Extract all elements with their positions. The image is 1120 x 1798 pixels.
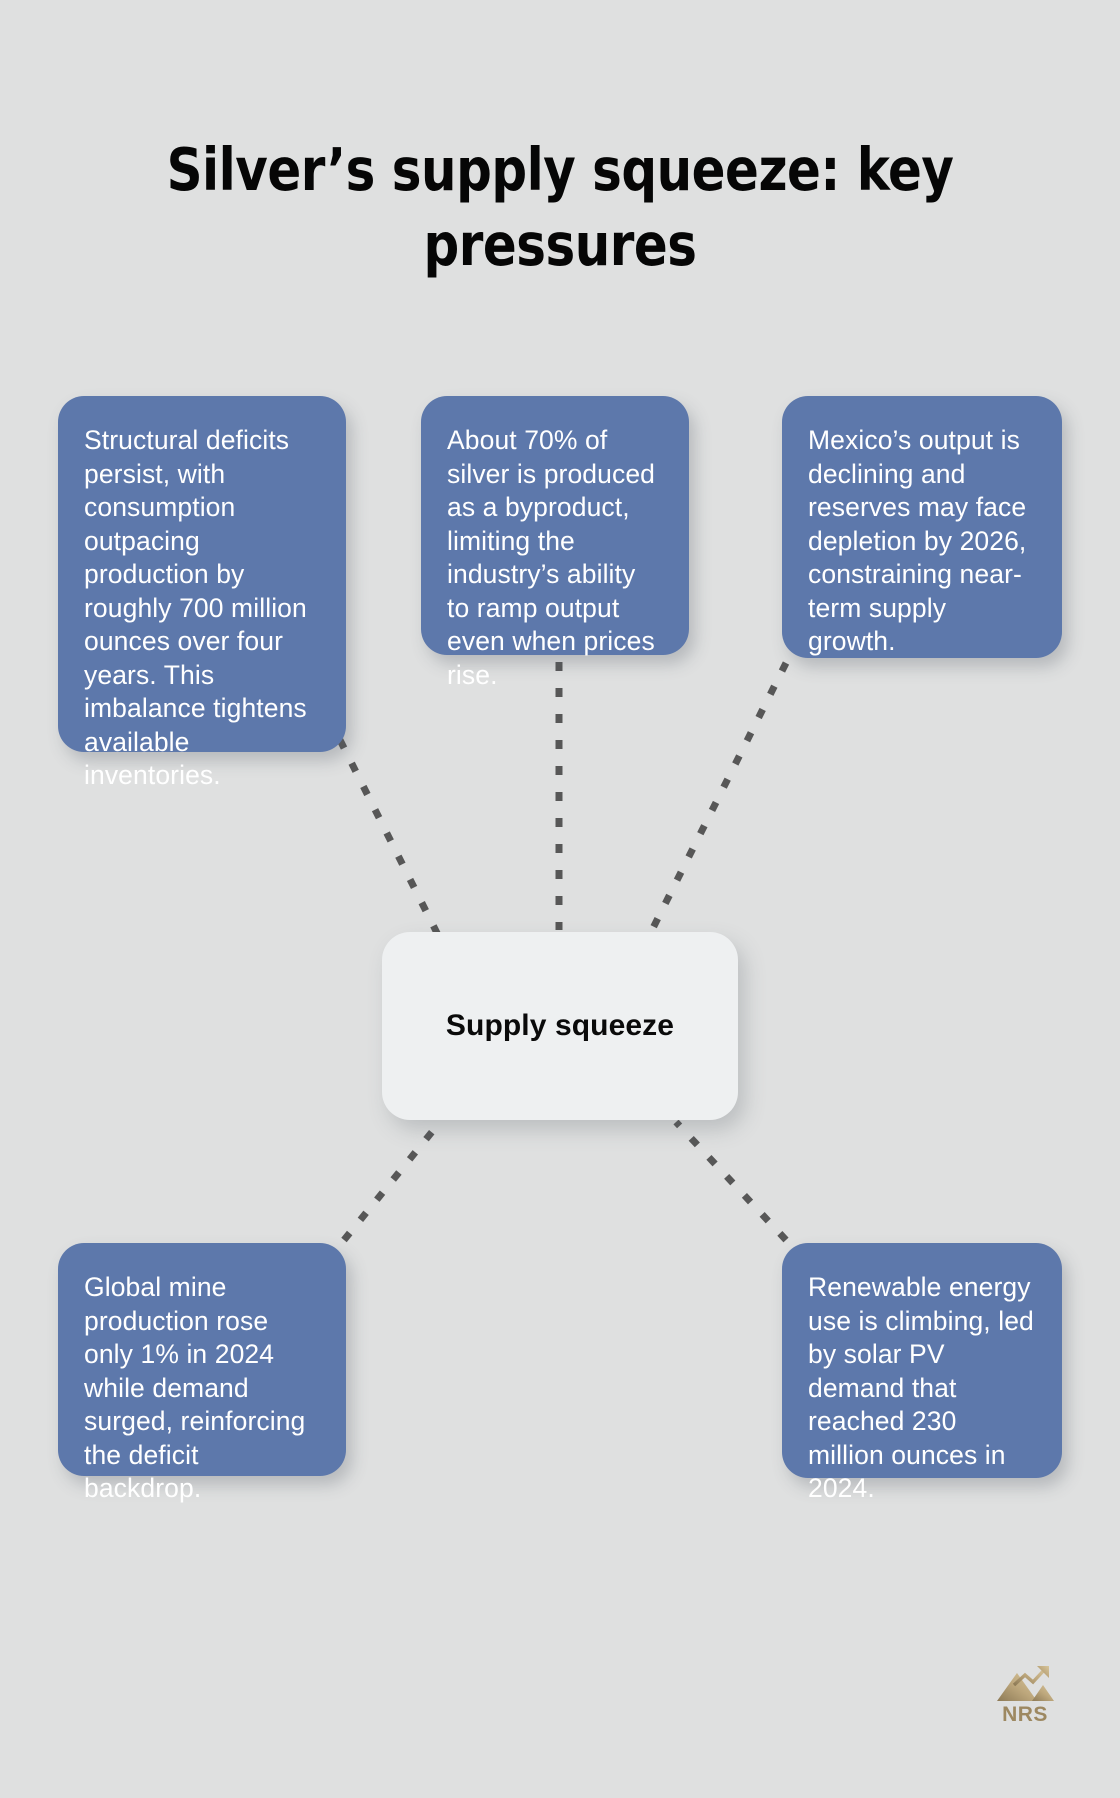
fact-card-byproduct-text: About 70% of silver is produced as a byp… [447,425,656,690]
connector-renewable-center [673,1119,789,1243]
connector-deficits-center [336,738,442,937]
center-node-supply-squeeze[interactable]: Supply squeeze [382,932,738,1120]
fact-card-renewable-energy-text: Renewable energy use is climbing, led by… [808,1272,1034,1504]
fact-card-renewable-energy[interactable]: Renewable energy use is climbing, led by… [782,1243,1062,1503]
page-title: Silver’s supply squeeze: key pressures [166,134,954,280]
center-node-label: Supply squeeze [445,1009,675,1042]
logo-wordmark: NRS [1002,1703,1048,1726]
connector-mexico-center [646,661,790,936]
mountain-arrow-icon [997,1666,1054,1701]
nrs-logo: NRS [990,1663,1060,1729]
fact-card-mexico[interactable]: Mexico’s output is declining and reserve… [782,396,1062,658]
fact-card-mine-production[interactable]: Global mine production rose only 1% in 2… [58,1243,346,1503]
fact-card-byproduct[interactable]: About 70% of silver is produced as a byp… [421,396,689,690]
fact-card-deficits-text: Structural deficits persist, with consum… [84,425,307,791]
fact-card-mexico-text: Mexico’s output is declining and reserve… [808,425,1027,657]
connector-mine-center [341,1119,443,1243]
fact-card-mine-production-text: Global mine production rose only 1% in 2… [84,1272,306,1504]
fact-card-deficits[interactable]: Structural deficits persist, with consum… [58,396,346,790]
